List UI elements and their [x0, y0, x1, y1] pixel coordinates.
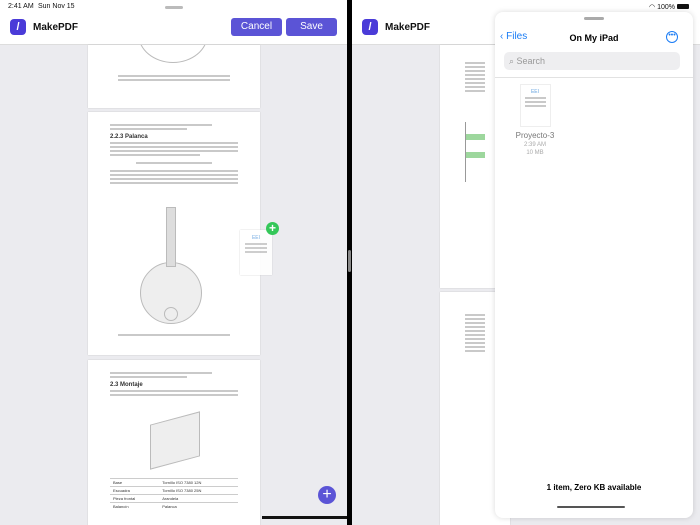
save-button[interactable]: Save: [286, 18, 337, 36]
makepdf-logo-icon: /: [10, 19, 26, 35]
sheet-title: On My iPad: [569, 33, 619, 43]
search-input[interactable]: ⌕ Search: [504, 52, 680, 70]
page-heading: 2.2.3 Palanca: [110, 134, 148, 140]
dragged-file-preview[interactable]: EEI: [240, 230, 272, 275]
page-heading: 2.3 Montaje: [110, 382, 143, 388]
wifi-icon: ◠: [649, 4, 658, 11]
file-thumbnail: EEI: [519, 84, 551, 127]
sheet-grabber[interactable]: [584, 17, 604, 20]
file-size: 10 MB: [526, 150, 544, 156]
back-to-files-button[interactable]: ‹ Files: [500, 31, 528, 42]
makepdf-logo-icon: /: [362, 19, 378, 35]
left-toolbar: 2:41 AM Sun Nov 15 / MakePDF Cancel Save: [0, 0, 347, 45]
split-view-divider-handle[interactable]: [348, 250, 351, 272]
battery-status: ◠ 100%: [649, 3, 689, 11]
pdf-page-1[interactable]: [88, 45, 260, 108]
status-time: 2:41 AM: [8, 3, 34, 10]
app-title: MakePDF: [33, 22, 79, 33]
battery-icon: [676, 4, 689, 9]
file-time: 2:39 AM: [523, 142, 546, 148]
home-indicator: [262, 516, 347, 519]
file-item[interactable]: EEI Proyecto-3 2:39 AM 10 MB: [505, 84, 565, 156]
home-indicator: [557, 506, 625, 508]
cancel-button[interactable]: Cancel: [231, 18, 282, 36]
chevron-left-icon: ‹: [500, 31, 507, 42]
drop-add-badge-icon: +: [266, 222, 279, 235]
more-options-icon[interactable]: •••: [666, 31, 678, 43]
storage-footer: 1 item, Zero KB available: [546, 483, 642, 492]
files-picker-sheet: ‹ Files On My iPad ••• ⌕ Search EEI Proy…: [495, 12, 693, 518]
pdf-page-2[interactable]: 2.2.3 Palanca: [88, 112, 260, 355]
add-page-button[interactable]: +: [318, 486, 336, 504]
left-app-makepdf: 2:41 AM Sun Nov 15 / MakePDF Cancel Save…: [0, 0, 347, 525]
multitask-handle[interactable]: [165, 6, 183, 9]
file-name: Proyecto-3: [515, 131, 555, 140]
search-icon: ⌕: [509, 56, 517, 66]
app-title: MakePDF: [385, 22, 431, 33]
status-date: Sun Nov 15: [38, 3, 75, 10]
